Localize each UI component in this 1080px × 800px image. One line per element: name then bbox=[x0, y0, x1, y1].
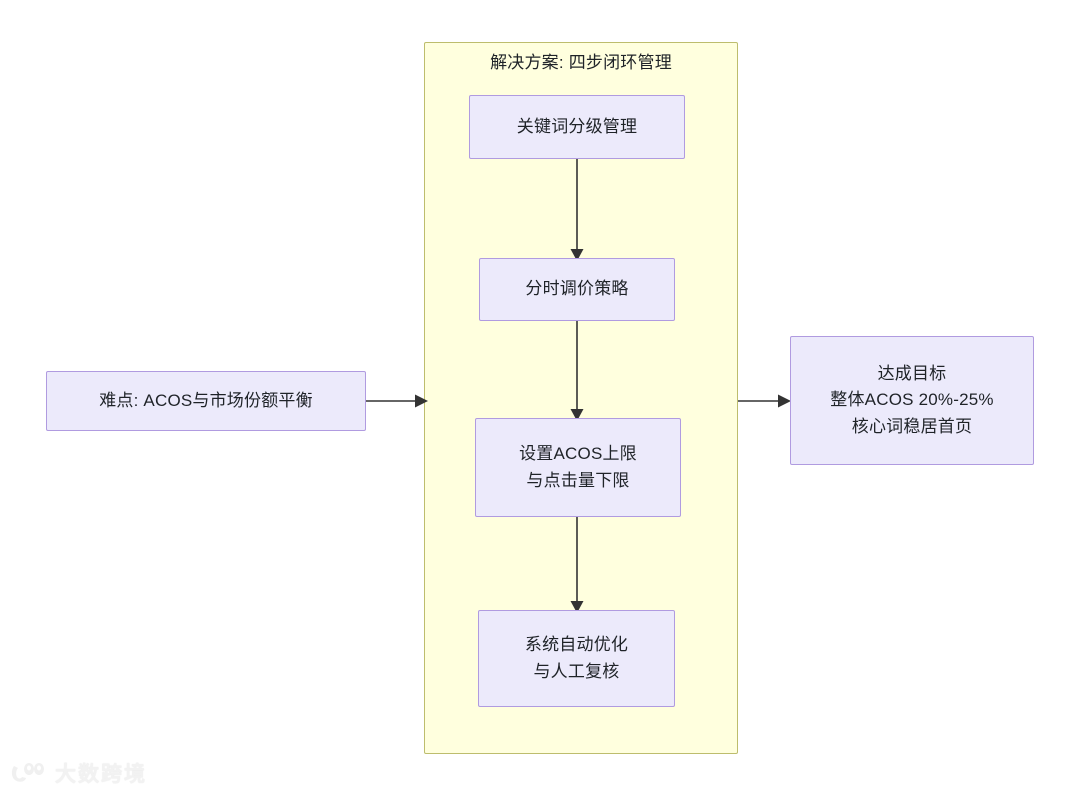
dashu-logo-icon bbox=[11, 763, 44, 782]
node-step-2-time-based-bidding[interactable]: 分时调价策略 bbox=[479, 258, 675, 321]
node-step-3-acos-cap[interactable]: 设置ACOS上限 与点击量下限 bbox=[475, 418, 681, 517]
edge-subgraph-to-goal bbox=[738, 394, 791, 408]
subgraph-title: 解决方案: 四步闭环管理 bbox=[490, 53, 672, 72]
node-goal-outcome[interactable]: 达成目标 整体ACOS 20%-25% 核心词稳居首页 bbox=[790, 336, 1034, 465]
edge-pain-to-subgraph bbox=[366, 394, 428, 408]
watermark: 大数跨境 bbox=[10, 758, 147, 788]
node-step-4-auto-optimize[interactable]: 系统自动优化 与人工复核 bbox=[478, 610, 675, 707]
node-pain-point[interactable]: 难点: ACOS与市场份额平衡 bbox=[46, 371, 366, 431]
node-step-1-keyword-tiering[interactable]: 关键词分级管理 bbox=[469, 95, 685, 159]
watermark-text: 大数跨境 bbox=[55, 763, 147, 786]
